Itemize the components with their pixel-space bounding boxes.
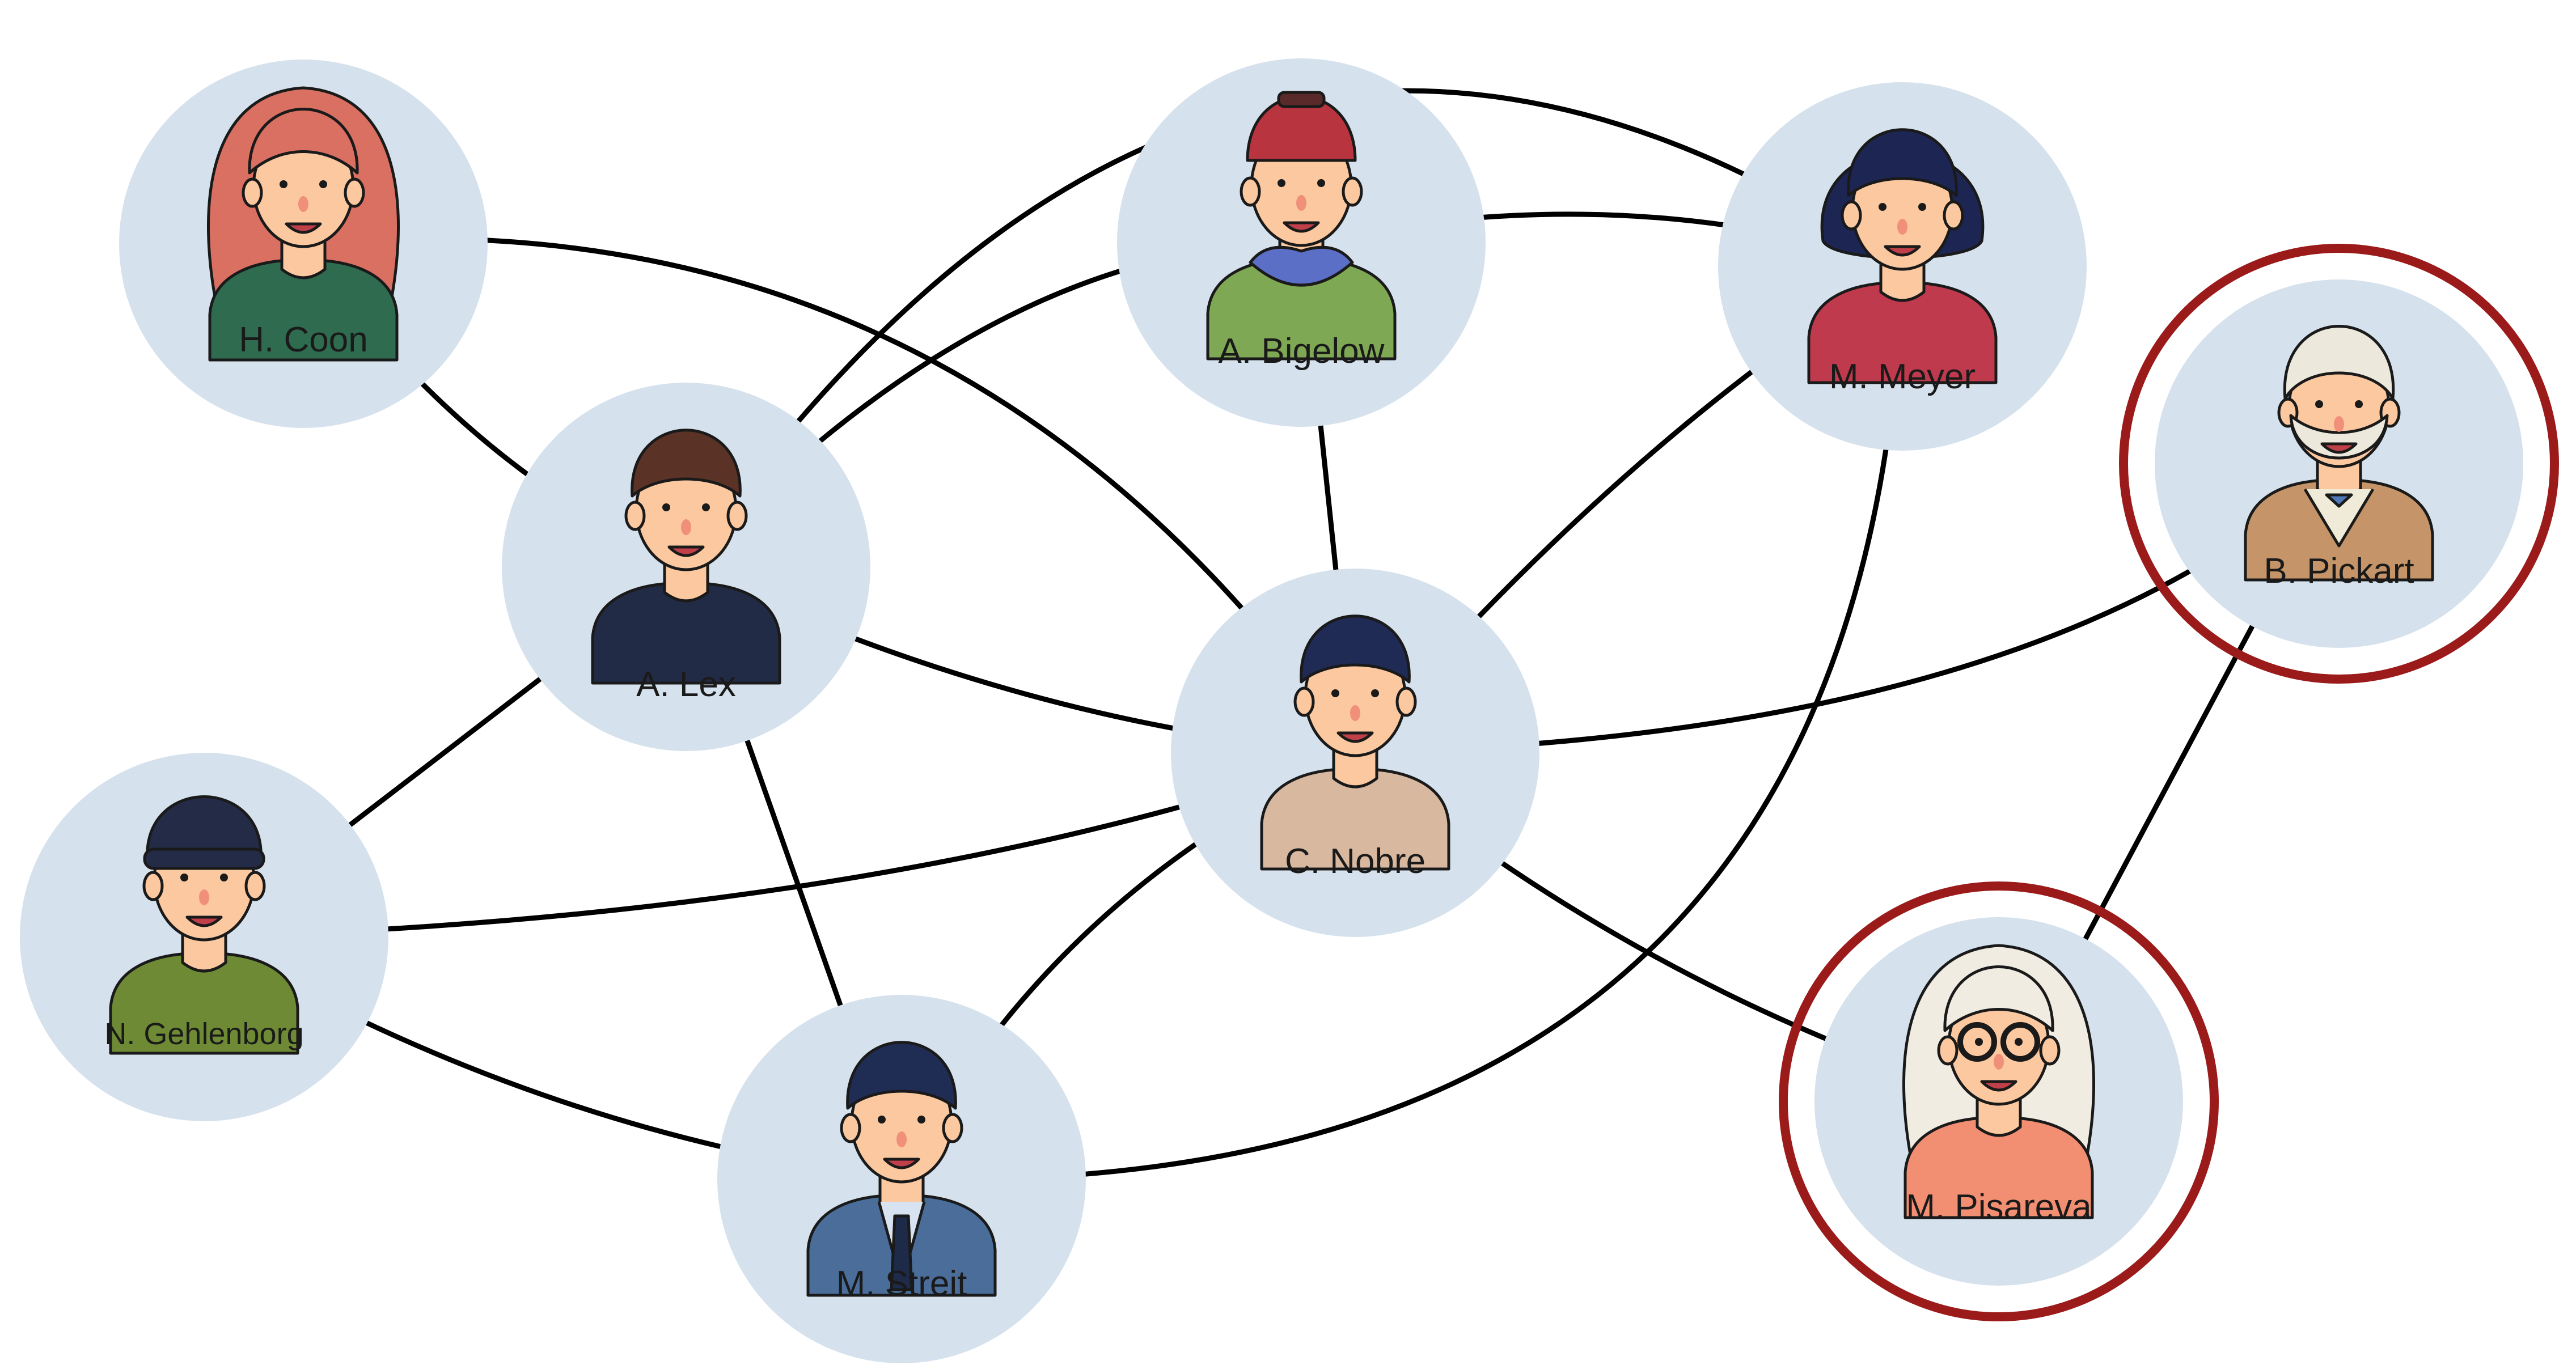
node-label: B. Pickart	[2264, 552, 2414, 591]
woman-long-red-hair-icon	[207, 86, 400, 362]
man-beanie-icon	[109, 795, 299, 1055]
node-pisareva[interactable]: M. Pisareva	[1779, 881, 2219, 1321]
highlight-ring	[1779, 881, 2219, 1321]
edge-coon-nobre	[301, 236, 1358, 756]
old-man-beard-icon	[2244, 325, 2434, 582]
node-label: M. Meyer	[1829, 357, 1976, 396]
highlight-ring	[2119, 244, 2559, 684]
node-coon[interactable]: H. Coon	[119, 60, 488, 428]
node-label: H. Coon	[239, 320, 367, 359]
node-gehlenborg[interactable]: N. Gehlenborg	[20, 753, 388, 1121]
woman-short-hair-earrings-icon	[1260, 614, 1450, 871]
node-label: M. Pisareva	[1906, 1188, 2092, 1227]
node-label: A. Bigelow	[1219, 332, 1385, 371]
node-label: M. Streit	[836, 1264, 967, 1303]
node-meyer[interactable]: M. Meyer	[1718, 82, 2087, 451]
nodes-layer: H. Coon A. Lex A. Bigelow M. Meyer B. Pickar…	[20, 58, 2559, 1363]
node-label: N. Gehlenborg	[104, 1017, 303, 1051]
woman-short-dark-hair-icon	[1807, 128, 1998, 384]
node-lex[interactable]: A. Lex	[502, 383, 870, 751]
node-label: C. Nobre	[1285, 842, 1426, 881]
man-red-cap-icon	[1206, 91, 1397, 361]
woman-glasses-blonde-icon	[1902, 944, 2095, 1219]
edge-meyer-streit	[899, 264, 1905, 1182]
node-pickart[interactable]: B. Pickart	[2119, 244, 2559, 684]
man-brown-hair-icon	[591, 429, 781, 685]
node-label: A. Lex	[636, 665, 736, 704]
man-suit-icon	[806, 1041, 997, 1297]
node-nobre[interactable]: C. Nobre	[1171, 569, 1539, 937]
node-streit[interactable]: M. Streit	[717, 995, 1086, 1363]
node-bigelow[interactable]: A. Bigelow	[1117, 58, 1486, 427]
